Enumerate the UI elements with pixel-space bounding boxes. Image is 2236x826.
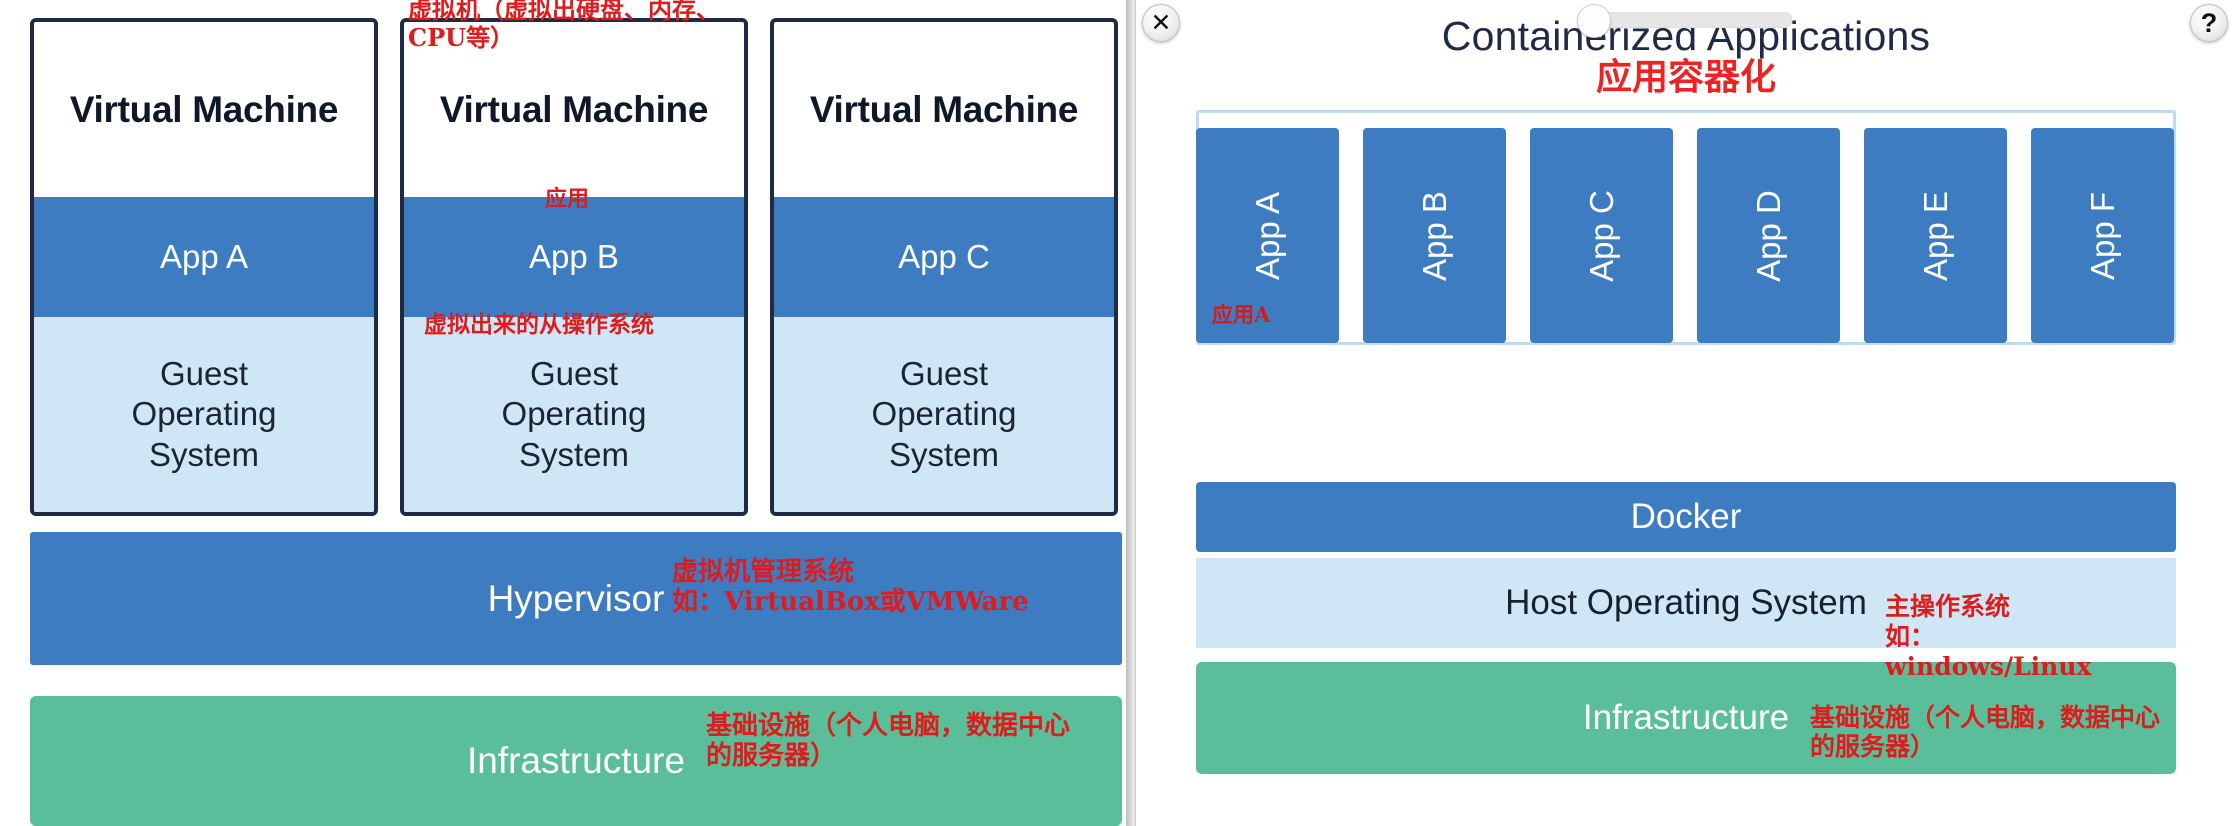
app-box-c: App C — [1530, 128, 1673, 343]
app-box-label-d: App D — [1749, 189, 1787, 282]
host-os-bar: Host Operating System — [1196, 558, 2176, 648]
app-container-frame — [1196, 110, 2176, 345]
app-box-label-a: App A — [1248, 191, 1286, 280]
app-boxes-row: App A 应用A App B App C App D App E App F — [1196, 128, 2174, 343]
app-box-f: App F — [2031, 128, 2174, 343]
hypervisor-bar: Hypervisor — [30, 532, 1122, 665]
hypervisor-label: Hypervisor — [487, 577, 665, 619]
vm-column-b: Virtual Machine App B Guest Operating Sy… — [400, 18, 748, 516]
container-panel-header: Containerized Applications 应用容器化 — [1136, 14, 2236, 110]
vm-guest-os-a: Guest Operating System — [34, 317, 374, 512]
app-box-label-c: App C — [1582, 189, 1620, 282]
help-glyph: ? — [2200, 7, 2218, 38]
docker-bar: Docker — [1196, 482, 2176, 552]
app-box-b: App B — [1363, 128, 1506, 343]
vm-guest-os-b: Guest Operating System — [404, 317, 744, 512]
vm-title-b: Virtual Machine — [439, 88, 709, 130]
close-glyph: ✕ — [1150, 8, 1172, 37]
infrastructure-label-left: Infrastructure — [467, 740, 685, 781]
panel-divider-scrollbar[interactable] — [1126, 0, 1134, 826]
app-box-label-e: App E — [1916, 190, 1954, 281]
virtual-machine-panel: Virtual Machine App A Guest Operating Sy… — [0, 0, 1132, 826]
app-box-label-f: App F — [2083, 191, 2121, 280]
vm-app-b: App B — [404, 197, 744, 317]
help-icon[interactable]: ? — [2190, 4, 2228, 42]
infrastructure-bar-left: Infrastructure — [30, 696, 1122, 826]
close-icon[interactable]: ✕ — [1142, 4, 1180, 42]
vm-app-a: App A — [34, 197, 374, 317]
zoom-slider-handle[interactable] — [1577, 4, 1611, 38]
container-title-cn: 应用容器化 — [1595, 56, 1776, 99]
vm-app-c: App C — [774, 197, 1114, 317]
annotation-app-a: 应用A — [1212, 302, 1271, 327]
vm-title-c: Virtual Machine — [809, 88, 1079, 130]
docker-label: Docker — [1630, 497, 1742, 536]
vm-title-a: Virtual Machine — [69, 88, 339, 130]
vm-column-a: Virtual Machine App A Guest Operating Sy… — [30, 18, 378, 516]
vm-guest-os-c: Guest Operating System — [774, 317, 1114, 512]
zoom-slider[interactable] — [1577, 4, 1792, 38]
infrastructure-label-right: Infrastructure — [1582, 698, 1790, 737]
app-box-a: App A 应用A — [1196, 128, 1339, 343]
app-box-e: App E — [1864, 128, 2007, 343]
app-box-label-b: App B — [1415, 190, 1453, 281]
vm-panel-inner: Virtual Machine App A Guest Operating Sy… — [14, 8, 1122, 826]
host-os-label: Host Operating System — [1505, 583, 1867, 622]
infrastructure-bar-right: Infrastructure — [1196, 662, 2176, 774]
vm-columns-row: Virtual Machine App A Guest Operating Sy… — [22, 8, 1122, 520]
vm-column-c: Virtual Machine App C Guest Operating Sy… — [770, 18, 1118, 516]
container-panel: Containerized Applications 应用容器化 Docker … — [1136, 0, 2236, 826]
app-box-d: App D — [1697, 128, 1840, 343]
